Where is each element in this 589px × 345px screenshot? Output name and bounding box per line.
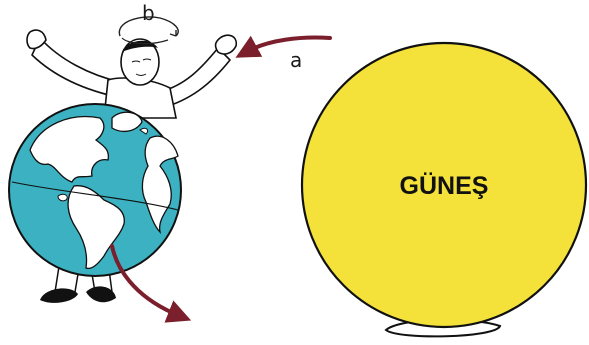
earth-globe: [8, 103, 182, 277]
label-b: b: [142, 1, 155, 25]
sun-label: GÜNEŞ: [400, 171, 489, 200]
right-shoe: [86, 286, 116, 303]
left-shoe: [40, 288, 78, 303]
sun-object: [300, 41, 588, 338]
sun-circle: [300, 41, 588, 329]
person-figure: [26, 16, 238, 119]
pointer-arrow-a: [235, 35, 332, 58]
rotation-arrow: [110, 244, 192, 323]
label-a: a: [290, 48, 302, 72]
